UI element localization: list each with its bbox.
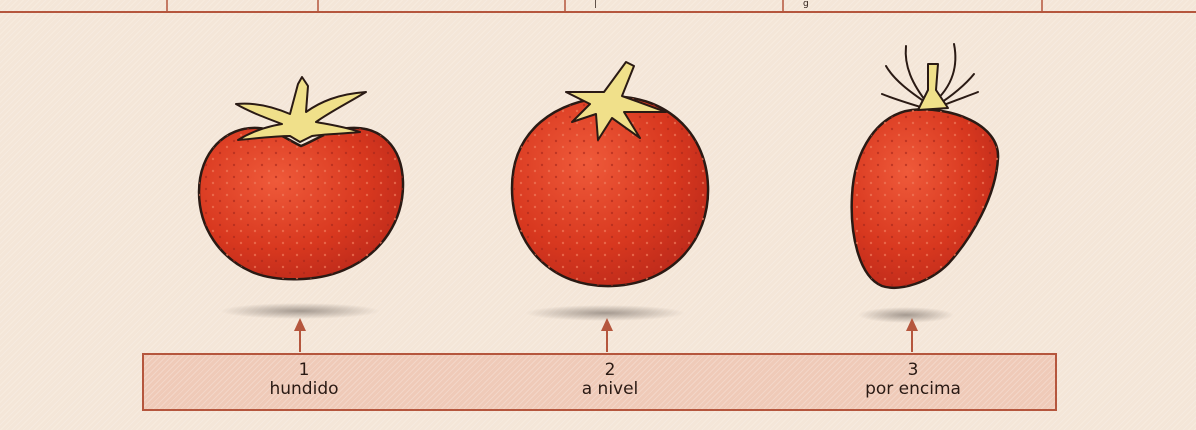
shadow (525, 305, 685, 321)
arrow-1 (294, 318, 306, 352)
label-text: por encima (823, 380, 1003, 399)
label-text: hundido (214, 380, 394, 399)
label-sunken: 1 hundido (214, 361, 394, 399)
arrow-3 (906, 318, 918, 352)
arrow-2 (601, 318, 613, 352)
label-level: 2 a nivel (520, 361, 700, 399)
label-number: 2 (520, 361, 700, 380)
label-number: 3 (823, 361, 1003, 380)
label-raised: 3 por encima (823, 361, 1003, 399)
shadow (858, 307, 954, 323)
label-strip: 1 hundido 2 a nivel 3 por encima (142, 353, 1057, 411)
strawberry-raised (852, 44, 998, 323)
strawberry-sunken (199, 77, 403, 319)
shadow (220, 303, 380, 319)
label-number: 1 (214, 361, 394, 380)
calyx (236, 77, 366, 142)
strawberry-level (512, 62, 708, 321)
label-text: a nivel (520, 380, 700, 399)
